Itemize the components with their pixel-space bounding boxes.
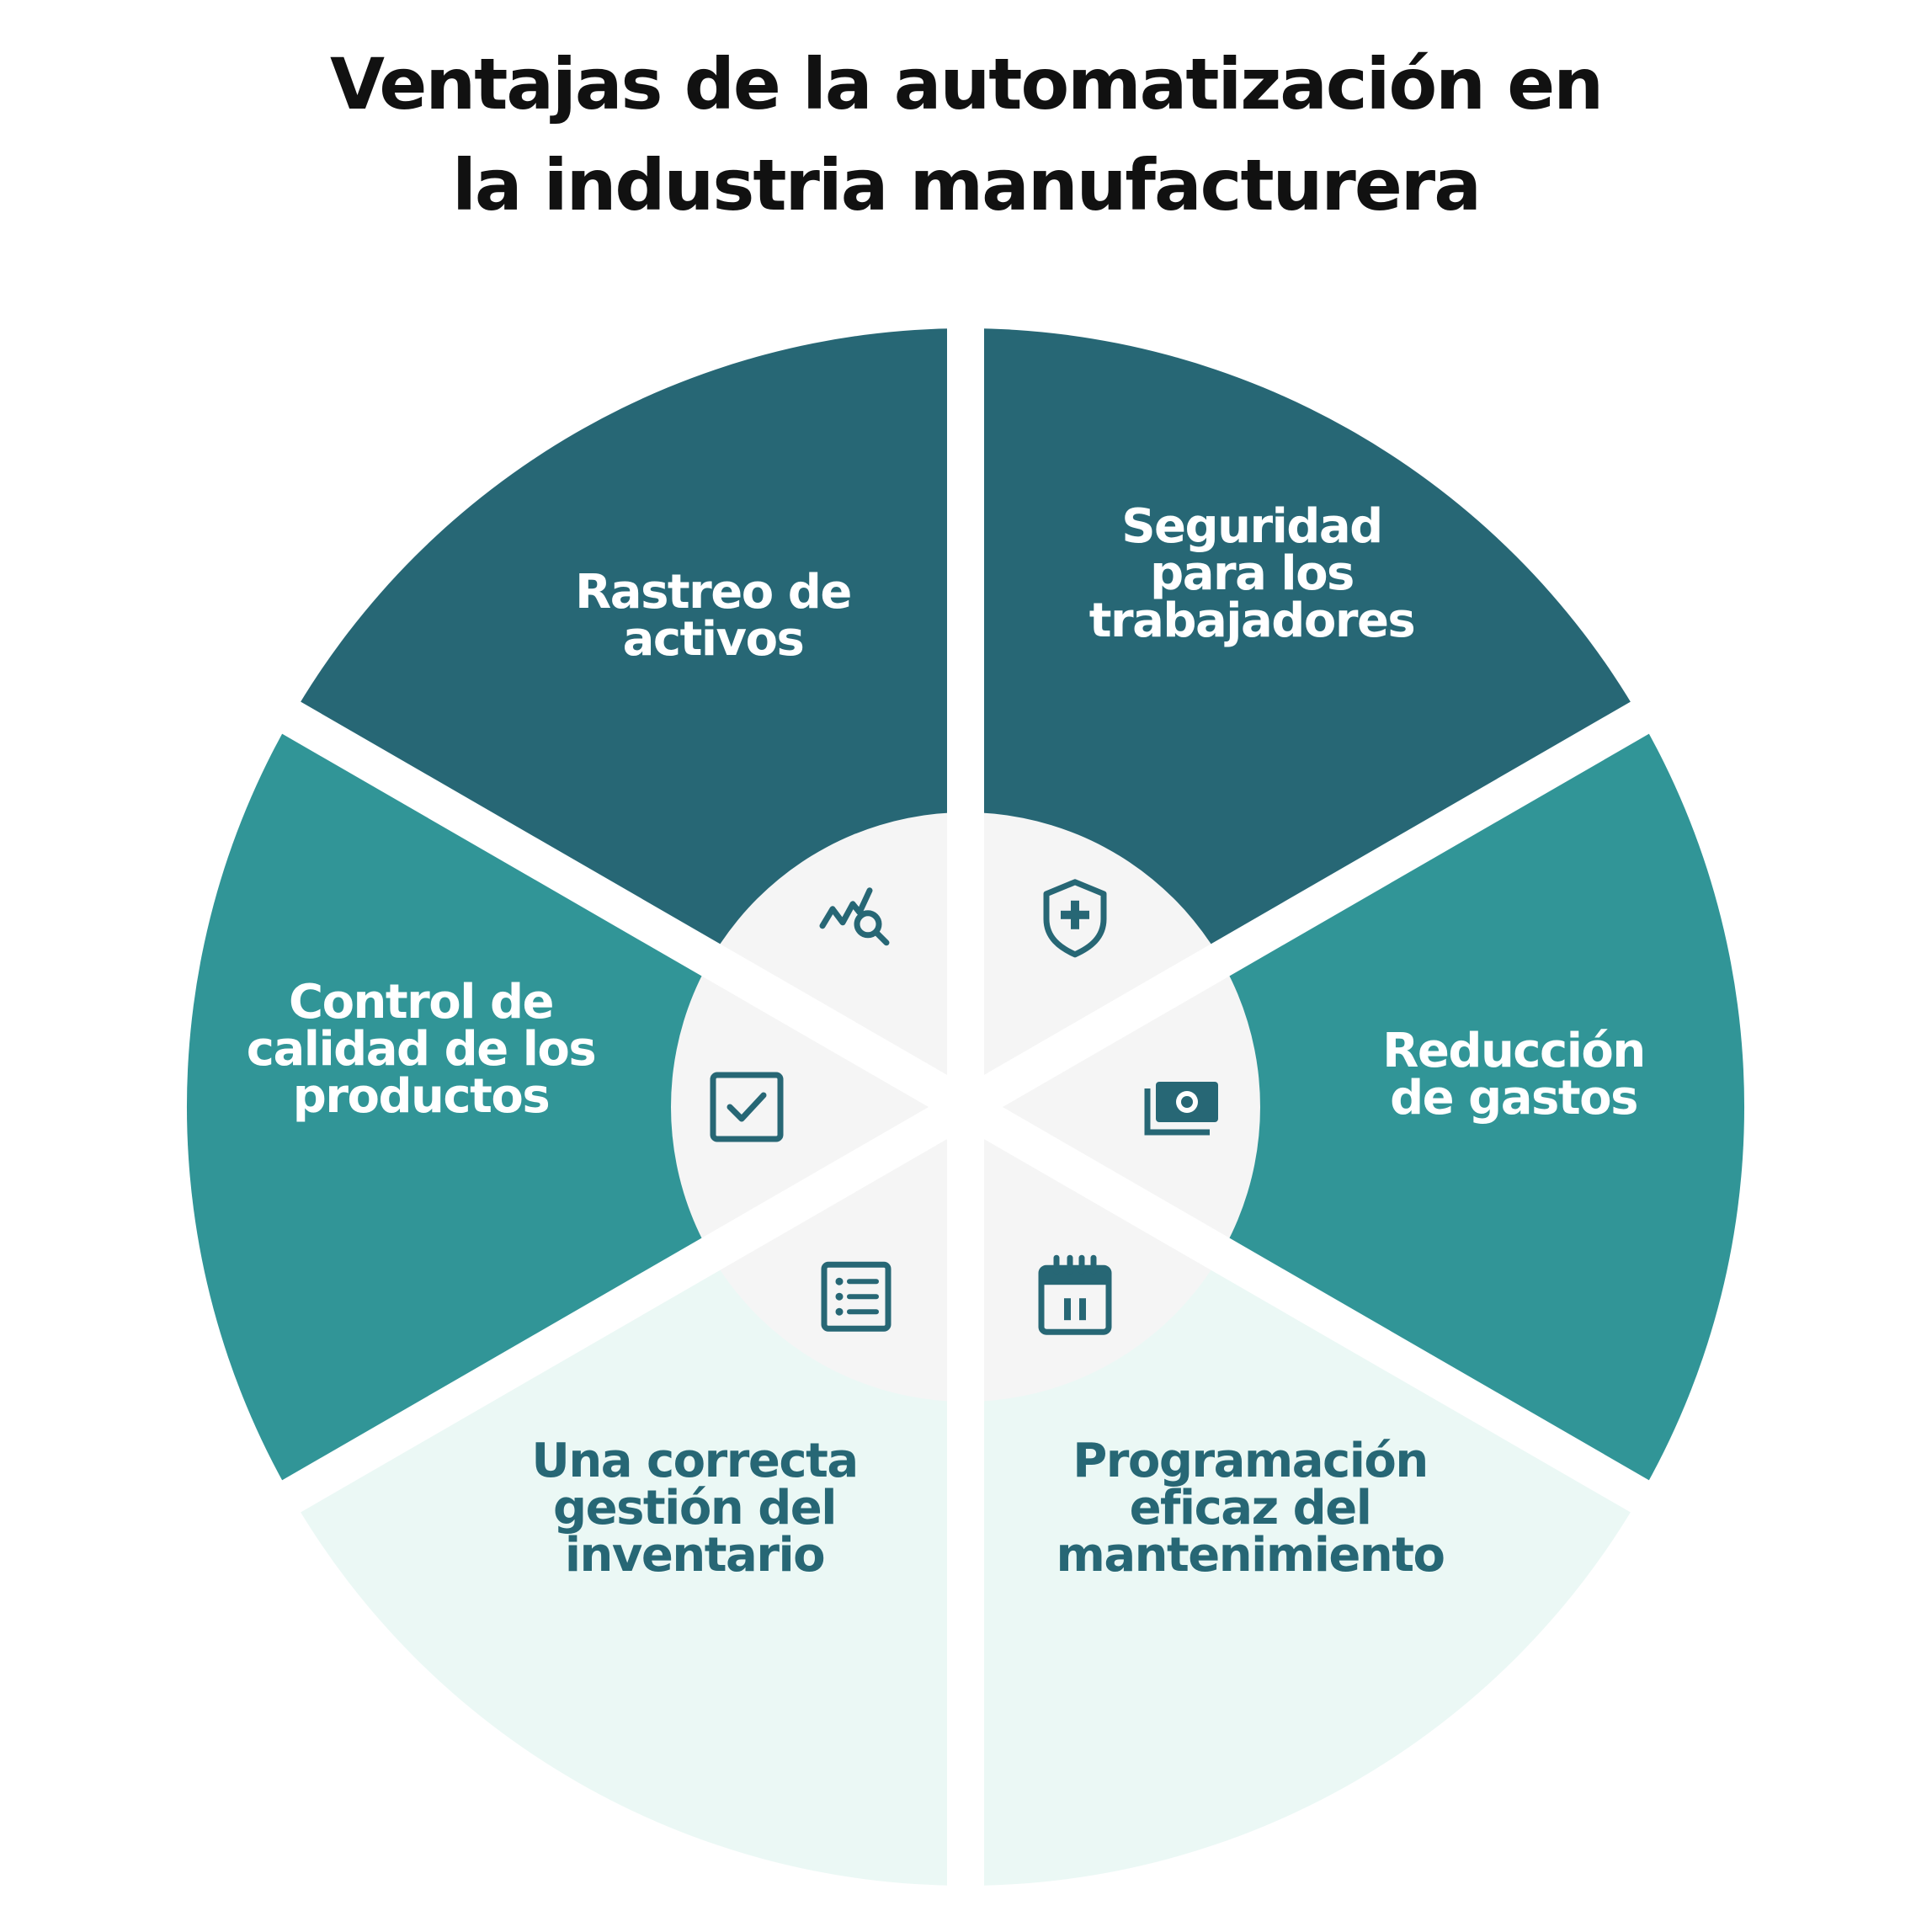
segment-label-line: de gastos — [1390, 1071, 1637, 1126]
segment-label-line: para los — [1150, 546, 1354, 601]
shield-plus-icon — [1043, 879, 1107, 958]
segment-label-line: Reducción — [1382, 1024, 1644, 1078]
segment-label-line: gestión del — [553, 1481, 836, 1535]
segment-label-line: trabajadores — [1089, 593, 1415, 648]
segment-label-line: mantenimiento — [1056, 1528, 1445, 1583]
checkbox-icon — [710, 1072, 784, 1142]
calendar-icon — [1038, 1254, 1112, 1335]
segment-label-line: inventario — [565, 1528, 824, 1583]
segment-label-line: Programación — [1072, 1434, 1428, 1488]
segment-label-line: eficaz del — [1130, 1481, 1371, 1535]
segment-label-line: Rastreo de — [575, 565, 851, 620]
segment-label-line: calidad de los — [247, 1022, 595, 1077]
list-icon — [821, 1261, 891, 1332]
segment-label-line: activos — [623, 612, 804, 667]
segment-quality-control — [186, 717, 966, 1497]
segment-cost-reduction — [966, 717, 1745, 1497]
segment-label-line: Una correcta — [531, 1434, 857, 1488]
segment-label-line: Control de — [289, 975, 553, 1030]
money-icon — [1144, 1082, 1218, 1136]
page-title-line-2: la industria manufacturera — [452, 144, 1482, 226]
segment-label-line: productos — [293, 1069, 549, 1124]
page-title-line-1: Ventajas de la automatización en — [330, 43, 1604, 125]
segment-divider — [237, 676, 1694, 1538]
segment-label-line: Seguridad — [1121, 499, 1382, 554]
chart-search-icon — [819, 887, 890, 946]
